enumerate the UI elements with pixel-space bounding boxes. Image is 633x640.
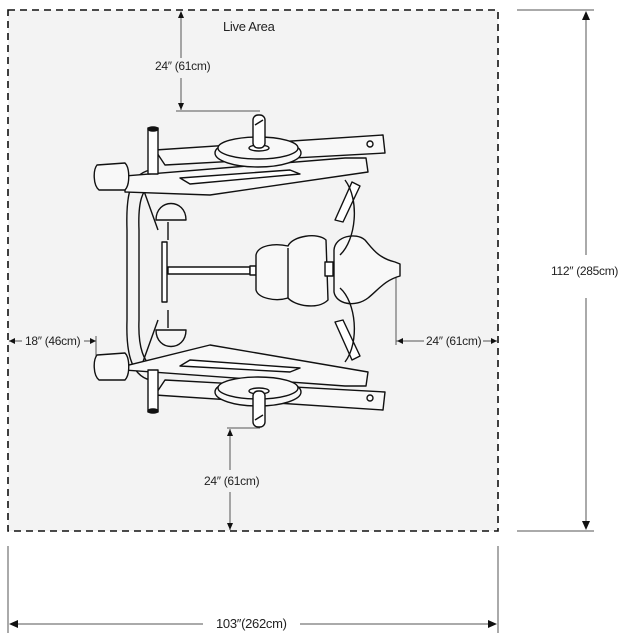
arrowhead-up bbox=[582, 11, 590, 20]
weight-horn-bottom bbox=[252, 390, 266, 428]
arrowhead-right bbox=[488, 620, 497, 628]
arrowhead bbox=[491, 338, 497, 344]
length-dimension-label: 112″ (285cm) bbox=[548, 264, 622, 278]
pivot-dome-bottom bbox=[155, 329, 187, 347]
arrowhead bbox=[227, 523, 233, 530]
width-dimension-line bbox=[7, 546, 499, 633]
foot-plate bbox=[161, 241, 168, 303]
left-clearance-label: 18″ (46cm) bbox=[23, 334, 83, 348]
arrowhead bbox=[227, 429, 233, 436]
arrowhead bbox=[178, 11, 184, 18]
live-area-label: Live Area bbox=[223, 19, 275, 34]
length-dimension-line bbox=[517, 9, 594, 532]
rear-clearance-label: 24″ (61cm) bbox=[153, 59, 213, 73]
pivot-dome-top bbox=[155, 203, 187, 221]
front-clearance-label: 24″ (61cm) bbox=[202, 474, 262, 488]
arrowhead bbox=[90, 338, 96, 344]
weight-horn-left-bottom bbox=[147, 369, 159, 413]
handle-top bbox=[93, 162, 130, 191]
arrowhead bbox=[9, 338, 15, 344]
weight-horn-left-top bbox=[147, 127, 159, 175]
equipment-drawing bbox=[93, 114, 401, 428]
arrowhead-down bbox=[582, 521, 590, 530]
weight-horn-top bbox=[252, 114, 266, 149]
seat-pad bbox=[255, 235, 329, 307]
arrowhead bbox=[397, 338, 403, 344]
strut-bottom bbox=[334, 319, 361, 361]
arrowhead-left bbox=[9, 620, 18, 628]
width-dimension-label: 103″(262cm) bbox=[213, 616, 290, 631]
back-pad bbox=[333, 235, 401, 305]
handle-bottom bbox=[93, 352, 130, 381]
center-beam bbox=[167, 266, 251, 275]
arrowhead bbox=[178, 103, 184, 110]
right-clearance-label: 24″ (61cm) bbox=[424, 334, 484, 348]
strut-top bbox=[334, 181, 361, 223]
